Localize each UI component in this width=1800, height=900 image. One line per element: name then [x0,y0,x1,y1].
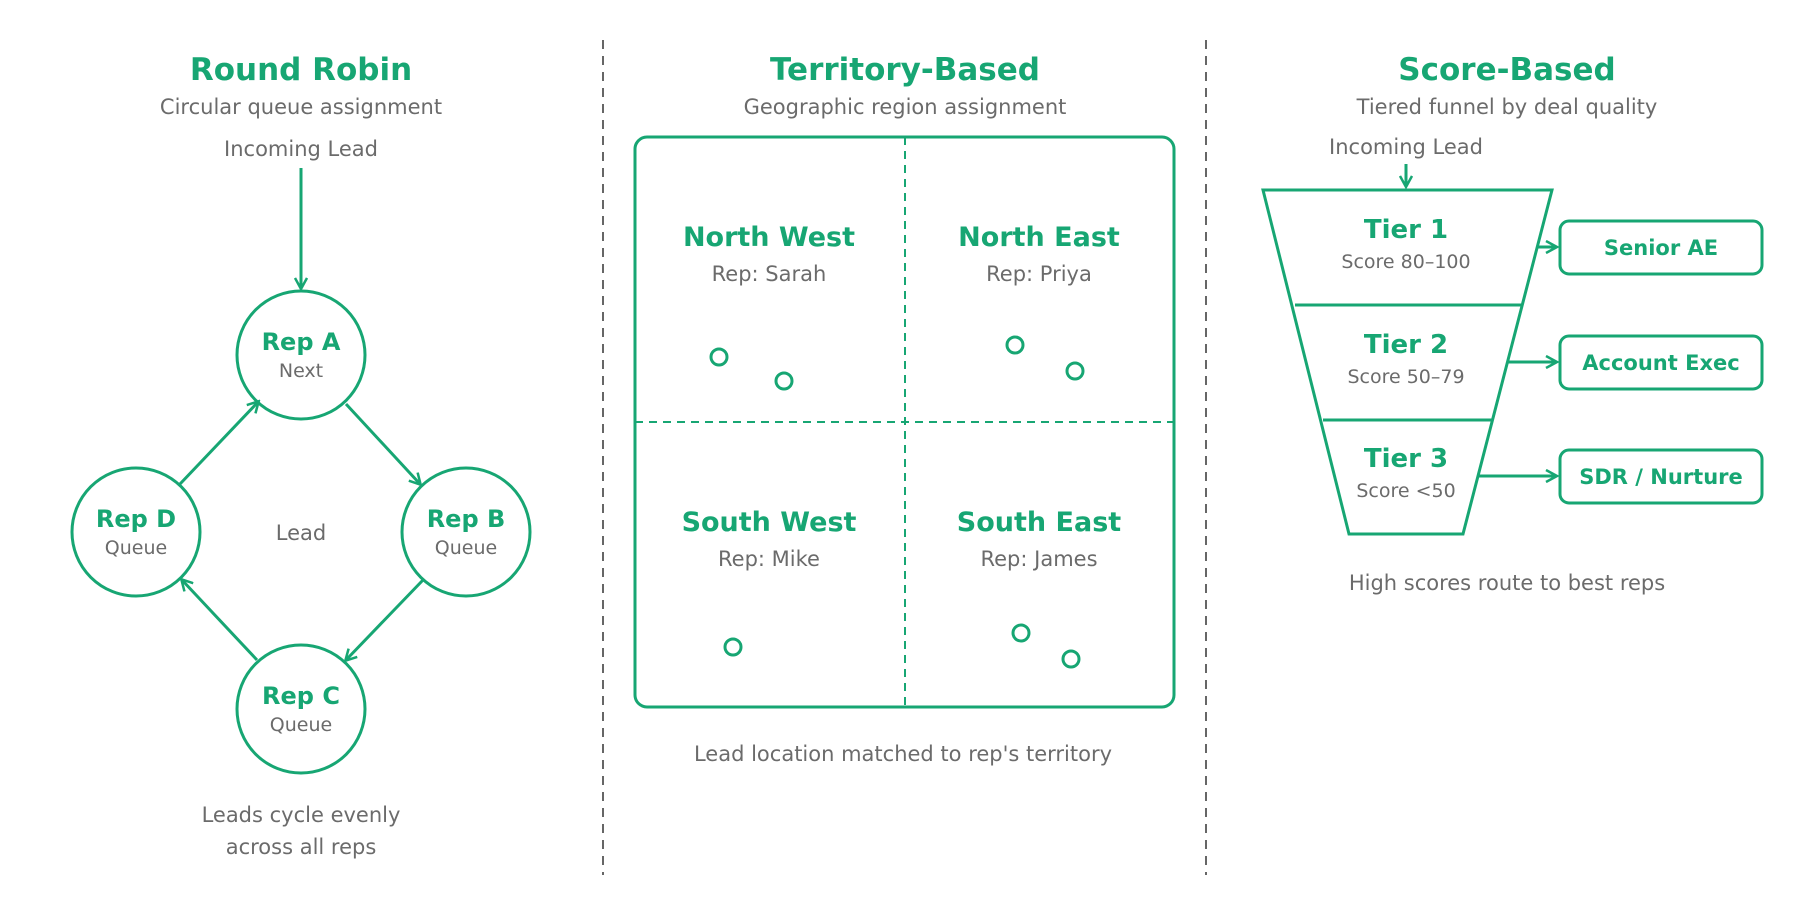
round-robin-subtitle: Circular queue assignment [160,95,442,119]
rep-name: Rep A [262,328,341,356]
arrow-b-to-c [346,578,425,660]
region-name: South West [682,507,857,538]
tier-name: Tier 2 [1364,330,1448,360]
lead-dot [774,371,794,391]
round-robin-caption-2: across all reps [226,835,377,859]
region-rep: Rep: Mike [718,547,820,571]
lead-dot [1065,361,1085,381]
score-title: Score-Based [1398,52,1615,88]
rep-node-d: Rep D Queue [70,466,202,598]
destination-label: SDR / Nurture [1579,465,1743,489]
arrow-a-to-b [344,402,420,484]
rep-name: Rep C [262,682,340,710]
lead-dot [709,347,729,367]
region-north-west: North West Rep: Sarah [683,222,855,391]
rep-node-c: Rep C Queue [235,643,367,775]
region-north-east: North East Rep: Priya [958,222,1120,381]
tier-score: Score 80–100 [1341,251,1470,273]
tier-name: Tier 1 [1364,215,1448,245]
destination-senior-ae: Senior AE [1558,219,1764,276]
rep-status: Queue [105,537,167,559]
tier-3: Tier 3 Score <50 [1356,444,1455,502]
arrow-d-to-a [178,402,258,486]
tier-name: Tier 3 [1364,444,1448,474]
lead-dot [723,637,743,657]
region-rep: Rep: Sarah [712,262,827,286]
destination-sdr-nurture: SDR / Nurture [1558,448,1764,505]
round-robin-caption-1: Leads cycle evenly [202,803,401,827]
destination-account-exec: Account Exec [1558,334,1764,391]
region-name: North West [683,222,855,253]
lead-dot [1061,649,1081,669]
region-south-west: South West Rep: Mike [682,507,857,657]
score-incoming-label: Incoming Lead [1329,135,1483,159]
rep-name: Rep D [96,505,176,533]
score-caption: High scores route to best reps [1349,571,1665,595]
round-robin-title: Round Robin [190,52,412,88]
territory-panel: Territory-Based Geographic region assign… [633,52,1176,766]
destination-label: Account Exec [1582,351,1739,375]
arrow-c-to-d [182,580,259,662]
rep-status: Queue [270,714,332,736]
round-robin-panel: Round Robin Circular queue assignment In… [70,52,532,859]
region-rep: Rep: James [980,547,1097,571]
tier-score: Score <50 [1356,480,1455,502]
rep-status: Queue [435,537,497,559]
rep-status: Next [279,360,323,382]
lead-dot [1005,335,1025,355]
territory-subtitle: Geographic region assignment [744,95,1067,119]
tier-1: Tier 1 Score 80–100 [1341,215,1470,273]
tier-score: Score 50–79 [1347,366,1464,388]
rep-node-a: Rep A Next [235,289,367,421]
territory-caption: Lead location matched to rep's territory [694,742,1112,766]
tier-2: Tier 2 Score 50–79 [1347,330,1464,388]
region-name: South East [957,507,1121,538]
rep-node-b: Rep B Queue [400,466,532,598]
round-robin-incoming-label: Incoming Lead [224,137,378,161]
score-panel: Score-Based Tiered funnel by deal qualit… [1261,52,1764,595]
destination-label: Senior AE [1604,236,1718,260]
territory-title: Territory-Based [770,52,1040,88]
region-rep: Rep: Priya [986,262,1092,286]
center-lead-label: Lead [276,521,326,545]
score-subtitle: Tiered funnel by deal quality [1356,95,1658,119]
funnel-outline [1261,188,1554,536]
rep-name: Rep B [427,505,506,533]
region-south-east: South East Rep: James [957,507,1121,669]
region-name: North East [958,222,1120,253]
lead-dot [1011,623,1031,643]
